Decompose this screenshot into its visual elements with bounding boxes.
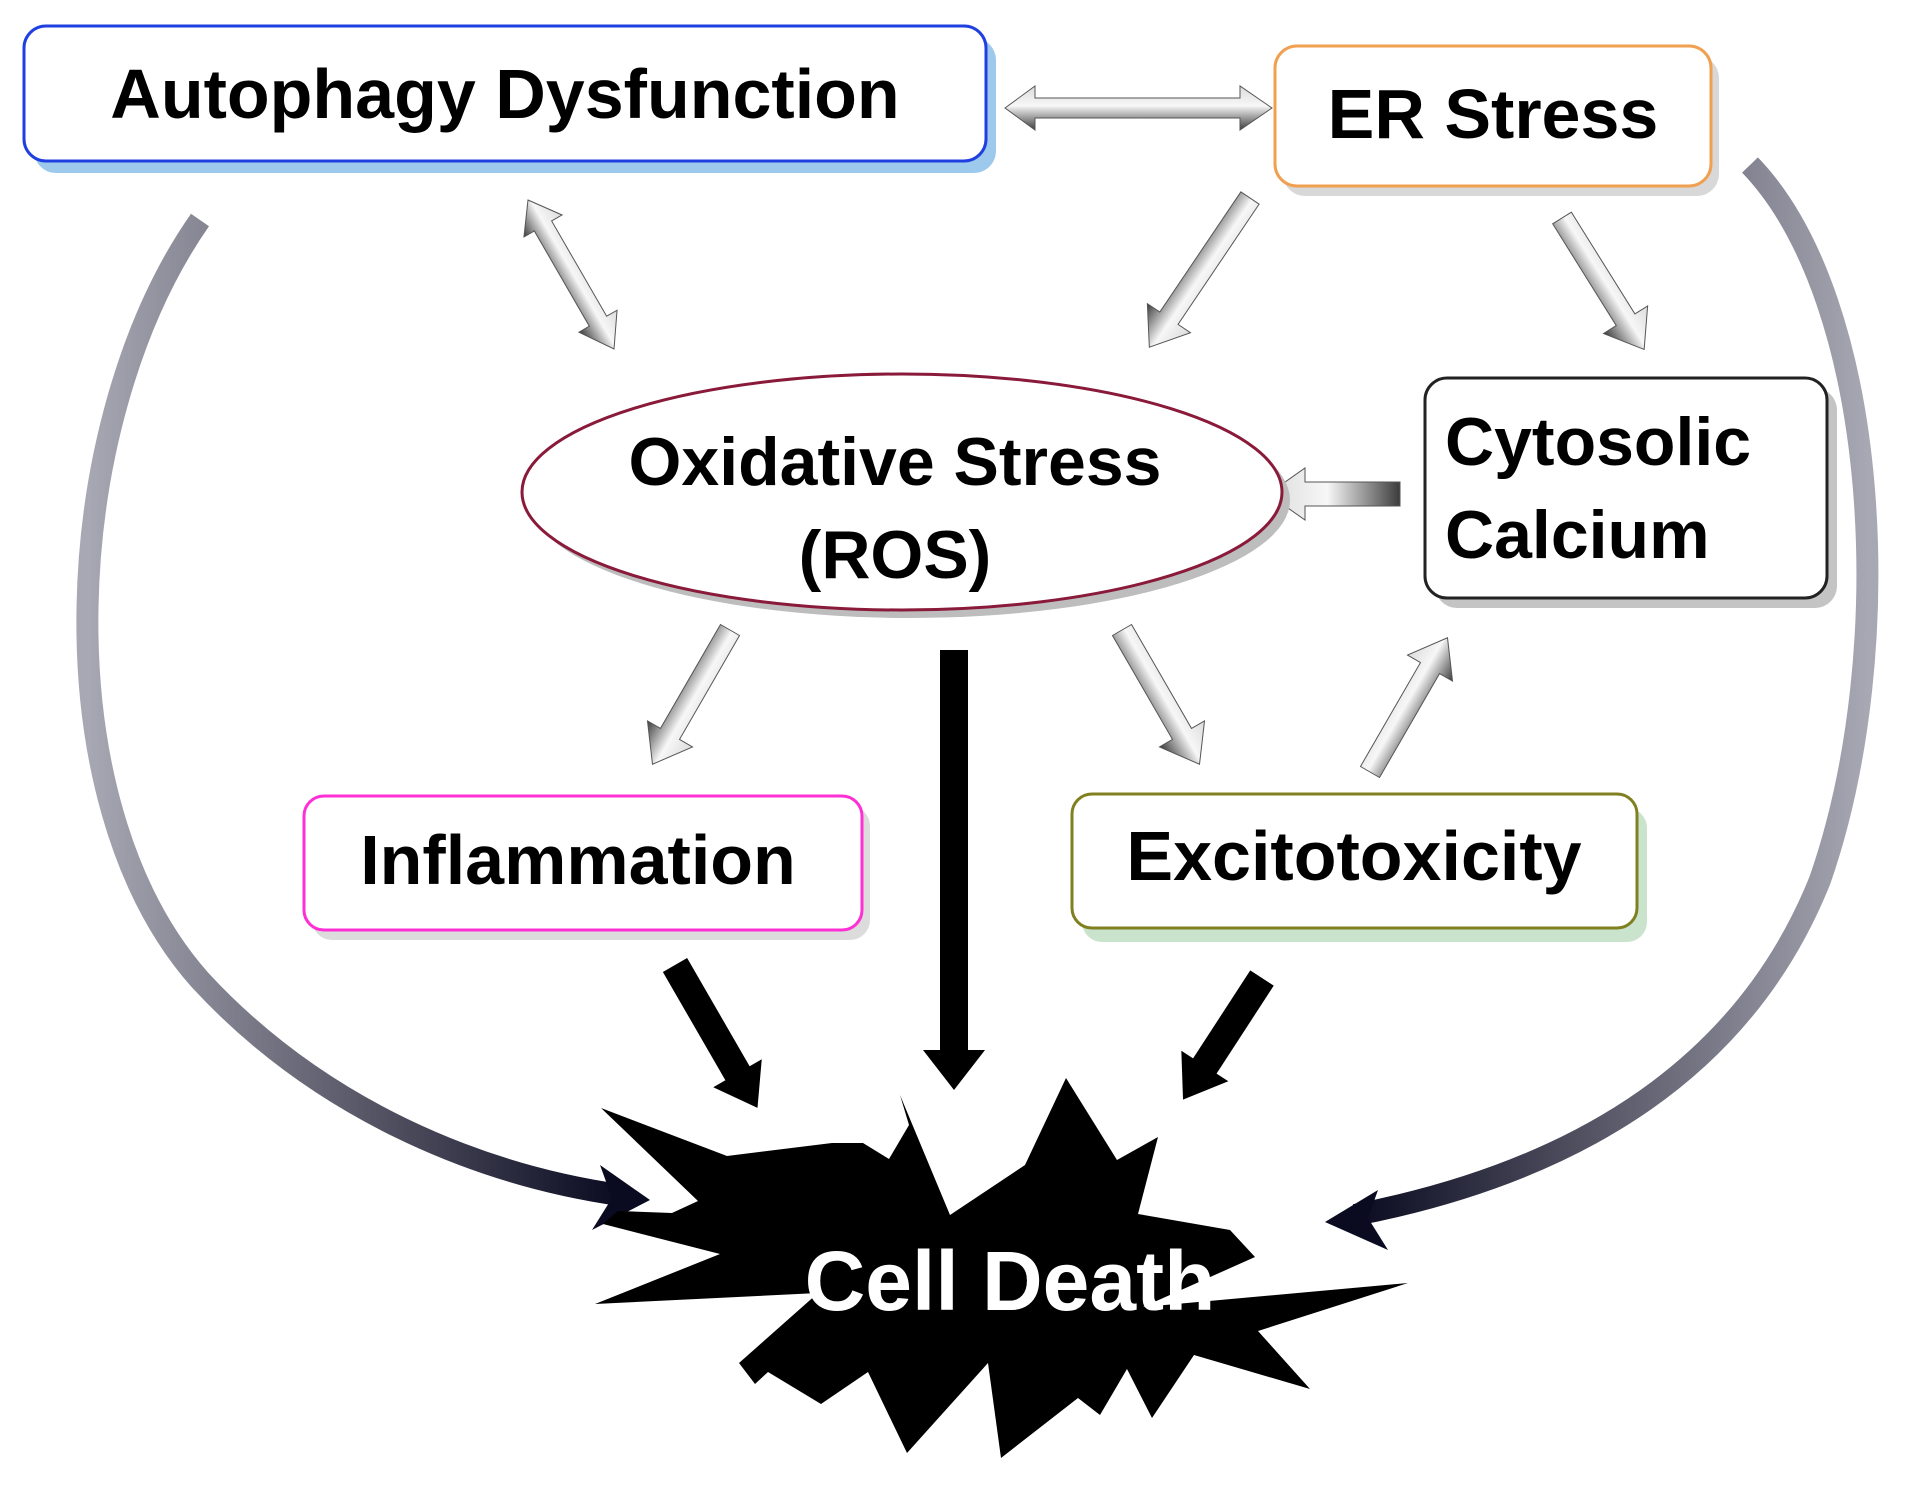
arrow-er-stress-to-oxidative [1146,191,1260,348]
curve-arrow-autophagy-to-death [76,213,650,1230]
node-excitotoxicity: Excitotoxicity [1070,792,1647,942]
arrow-oxidative-to-inflammation [646,623,741,765]
cell-death-burst: Cell Death [595,1078,1408,1458]
ros-label: (ROS) [799,517,992,593]
node-cytosolic-calcium: Cytosolic Calcium [1423,376,1837,608]
inflammation-label: Inflammation [360,821,796,899]
arrow-excitotoxicity-to-calcium [1359,637,1454,779]
node-autophagy-dysfunction: Autophagy Dysfunction [22,24,996,173]
arrow-oxidative-to-excitotoxicity [1111,623,1206,765]
cell-death-star-shape [595,1078,1408,1458]
excitotoxicity-label: Excitotoxicity [1126,817,1581,895]
node-oxidative-stress: Oxidative Stress (ROS) [520,372,1290,618]
double-arrow-autophagy-oxidative [523,199,618,350]
cell-death-label: Cell Death [805,1234,1216,1328]
node-inflammation: Inflammation [302,794,870,940]
arrow-er-stress-to-calcium [1551,211,1649,351]
autophagy-dysfunction-label: Autophagy Dysfunction [110,55,899,133]
node-er-stress: ER Stress [1273,44,1719,196]
curve-arrow-er-stress-to-death [1325,157,1879,1250]
arrow-oxidative-to-death [923,650,985,1090]
er-stress-label: ER Stress [1328,75,1659,153]
arrow-excitotoxicity-to-death [1181,970,1274,1100]
double-arrow-autophagy-er-stress [1004,85,1273,131]
calcium-label: Calcium [1445,497,1710,573]
arrow-inflammation-to-death [662,958,762,1108]
cytosolic-label: Cytosolic [1445,404,1751,480]
oxidative-stress-label: Oxidative Stress [629,424,1162,500]
